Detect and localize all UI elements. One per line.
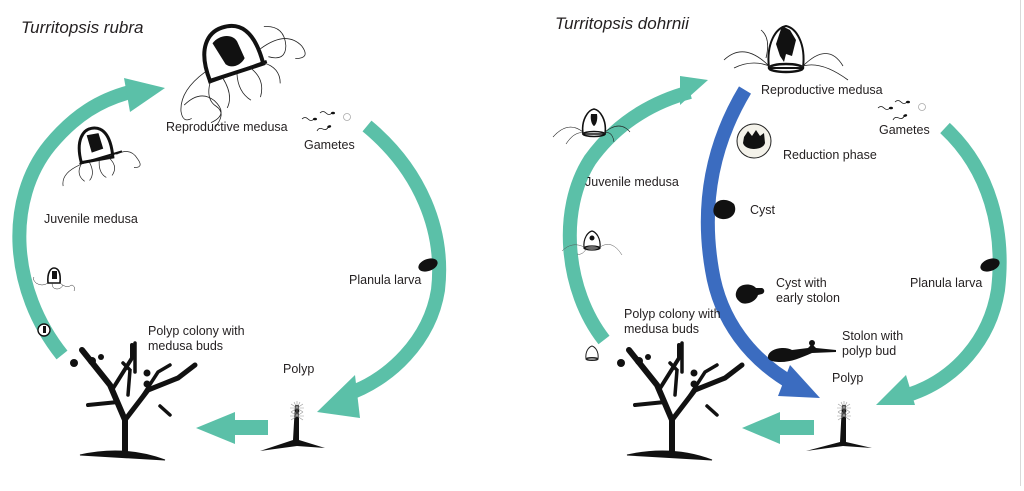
label-reduction-phase: Reduction phase xyxy=(783,148,877,162)
small-medusa-icon xyxy=(33,267,75,292)
label-cyst-early-stolon-line2: early stolon xyxy=(776,291,840,305)
label-stolon-polyp-bud: Stolon with polyp bud xyxy=(842,329,903,359)
reproductive-medusa-icon xyxy=(180,23,306,129)
label-stolon-polyp-bud-line2: polyp bud xyxy=(842,344,897,358)
label-cyst-early-stolon: Cyst with early stolon xyxy=(776,276,840,306)
arrow-gametes-to-polyp xyxy=(317,120,447,418)
cyst-early-stolon-icon xyxy=(735,284,765,304)
label-reproductive-medusa: Reproductive medusa xyxy=(166,120,288,134)
planula-larva-icon xyxy=(980,258,1000,272)
stolon-polyp-bud-icon xyxy=(767,340,836,362)
label-cyst-early-stolon-line1: Cyst with xyxy=(776,276,827,290)
label-polyp-colony-line2: medusa buds xyxy=(148,339,224,353)
arrow-polyp-to-colony xyxy=(196,412,268,444)
polyp-icon xyxy=(806,400,872,451)
label-polyp-colony-line1: Polyp colony with xyxy=(624,307,721,321)
label-planula-larva: Planula larva xyxy=(349,273,422,287)
polyp-icon xyxy=(260,400,325,451)
label-polyp-colony: Polyp colony with medusa buds xyxy=(148,324,245,354)
label-planula-larva: Planula larva xyxy=(910,276,983,290)
gametes-icon xyxy=(301,111,351,133)
juvenile-medusa-icon xyxy=(62,126,141,187)
medusa-bud-icon xyxy=(37,323,51,337)
label-juvenile-medusa: Juvenile medusa xyxy=(585,175,679,189)
polyp-colony-icon xyxy=(70,341,198,461)
label-cyst: Cyst xyxy=(750,203,775,217)
small-medusa-icon xyxy=(561,230,623,256)
reproductive-medusa-icon xyxy=(723,24,849,81)
label-polyp: Polyp xyxy=(283,362,315,376)
arrow-gametes-to-polyp xyxy=(876,122,1007,405)
label-polyp-colony-line2: medusa buds xyxy=(624,322,700,336)
panel-title-dohrnii: Turritopsis dohrnii xyxy=(555,14,689,33)
reduction-phase-icon xyxy=(736,123,772,159)
label-juvenile-medusa: Juvenile medusa xyxy=(44,212,138,226)
gametes-icon xyxy=(877,100,926,122)
label-gametes: Gametes xyxy=(879,123,930,137)
label-polyp-colony: Polyp colony with medusa buds xyxy=(624,307,721,337)
planula-larva-icon xyxy=(418,258,438,272)
arrow-colony-to-medusa xyxy=(12,78,165,360)
panel-rubra xyxy=(12,23,447,461)
label-stolon-polyp-bud-line1: Stolon with xyxy=(842,329,904,343)
arrow-polyp-to-colony xyxy=(742,412,814,444)
panel-dohrnii xyxy=(552,24,1007,461)
polyp-colony-icon xyxy=(617,341,745,461)
label-polyp: Polyp xyxy=(832,371,864,385)
label-polyp-colony-line1: Polyp colony with xyxy=(148,324,245,338)
label-reproductive-medusa: Reproductive medusa xyxy=(761,83,883,97)
frame-border xyxy=(1020,0,1021,486)
cyst-icon xyxy=(713,199,736,220)
arrow-colony-to-medusa xyxy=(562,76,708,345)
label-gametes: Gametes xyxy=(304,138,355,152)
juvenile-medusa-icon xyxy=(552,108,631,145)
arrow-reversal-medusa-to-polyp xyxy=(700,86,820,398)
medusa-bud-icon xyxy=(585,345,599,361)
panel-title-rubra: Turritopsis rubra xyxy=(21,18,144,37)
